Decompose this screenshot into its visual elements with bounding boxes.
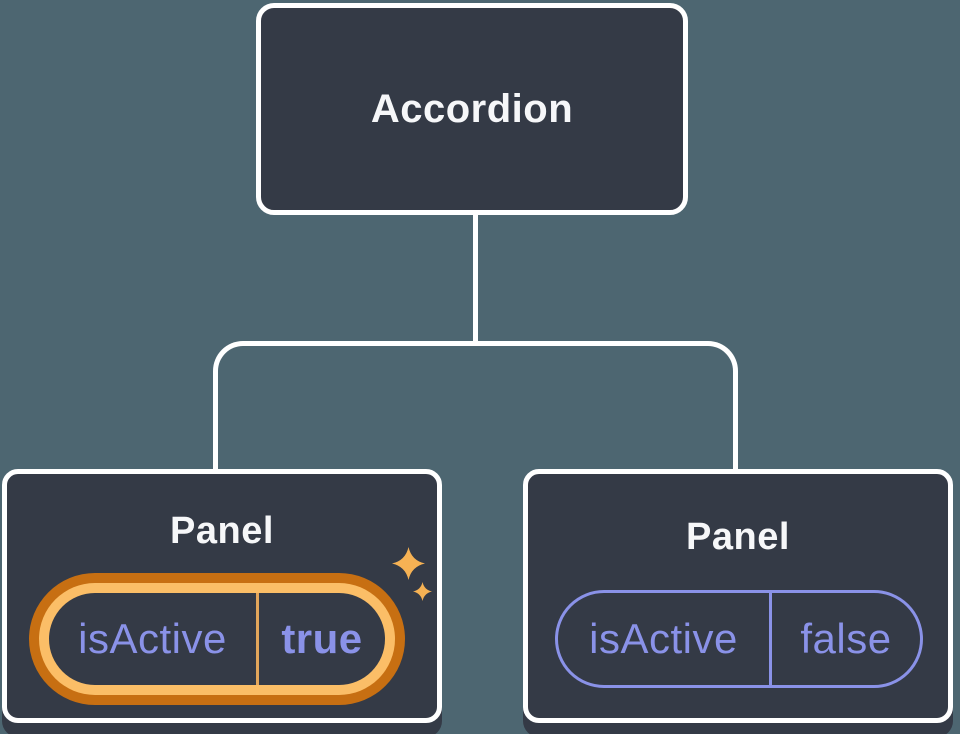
prop-value-label: false bbox=[800, 615, 892, 662]
tree-connector-branch bbox=[213, 341, 738, 471]
panel-title: Panel bbox=[686, 516, 790, 558]
prop-pill-active: isActive true bbox=[49, 593, 385, 685]
accordion-label: Accordion bbox=[370, 86, 574, 131]
sparkle-small-icon bbox=[413, 582, 432, 601]
panel-title: Panel bbox=[170, 510, 274, 552]
prop-pill-inactive: isActive false bbox=[555, 590, 923, 688]
panel-node-active: Panel isActive true bbox=[2, 469, 442, 723]
prop-name-label: isActive bbox=[78, 615, 227, 662]
sparkle-large-icon bbox=[392, 547, 425, 580]
sparkles-icon bbox=[392, 547, 432, 601]
pill-divider bbox=[256, 593, 259, 685]
pill-divider bbox=[769, 593, 772, 685]
highlight-glow-ring: isActive true bbox=[29, 573, 405, 705]
tree-connector-stem bbox=[473, 212, 478, 346]
accordion-node: Accordion bbox=[256, 3, 688, 215]
panel-node-inactive: Panel isActive false bbox=[523, 469, 953, 723]
prop-name-label: isActive bbox=[589, 615, 738, 662]
prop-value-label: true bbox=[281, 615, 363, 662]
